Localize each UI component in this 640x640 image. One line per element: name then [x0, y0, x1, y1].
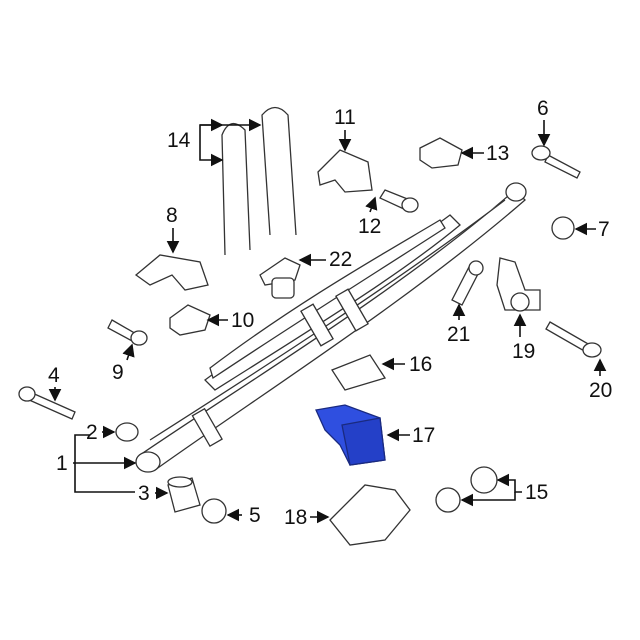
- nut-5[interactable]: [201, 498, 227, 524]
- bolt-6[interactable]: [531, 145, 581, 179]
- bolt-4[interactable]: [18, 386, 76, 420]
- nut-7[interactable]: [551, 216, 575, 240]
- callout-4: 4: [48, 364, 60, 387]
- callout-labels: 14 11 13 6 8 12 7 22 10 21 19 9 16 20 4 …: [48, 97, 612, 529]
- bolt-9[interactable]: [107, 319, 148, 346]
- leader-lines: [48, 118, 607, 524]
- callout-17: 17: [412, 424, 435, 447]
- callout-8: 8: [166, 204, 178, 227]
- bolt-20[interactable]: [545, 321, 602, 358]
- u-bolts[interactable]: [221, 106, 297, 256]
- callout-3: 3: [138, 482, 150, 505]
- callout-20: 20: [589, 379, 612, 402]
- clip-10[interactable]: [169, 304, 211, 336]
- callout-11: 11: [334, 106, 356, 129]
- callout-19: 19: [512, 340, 535, 363]
- bracket-18[interactable]: [329, 484, 411, 546]
- callout-22: 22: [329, 248, 352, 271]
- callout-21: 21: [447, 323, 470, 346]
- callout-6: 6: [537, 97, 549, 120]
- callout-12: 12: [358, 215, 381, 238]
- callout-13: 13: [486, 142, 509, 165]
- bracket-8[interactable]: [134, 254, 209, 291]
- nut-15a[interactable]: [470, 466, 498, 494]
- spacer-17-highlighted[interactable]: [315, 404, 386, 466]
- bracket-11[interactable]: [317, 149, 373, 193]
- link-21[interactable]: [451, 260, 484, 306]
- callout-2: 2: [86, 421, 98, 444]
- bolt-12[interactable]: [379, 189, 419, 213]
- callout-10: 10: [231, 309, 254, 332]
- callout-18: 18: [284, 506, 307, 529]
- bushing-3[interactable]: [167, 476, 201, 513]
- callout-14: 14: [167, 129, 191, 152]
- callout-1: 1: [56, 452, 68, 475]
- clip-13[interactable]: [419, 137, 463, 169]
- bumper-22[interactable]: [259, 257, 301, 299]
- cap-2[interactable]: [115, 422, 139, 442]
- shim-16[interactable]: [331, 354, 387, 391]
- callout-5: 5: [249, 504, 261, 527]
- callout-15: 15: [525, 481, 548, 504]
- callout-7: 7: [598, 218, 610, 241]
- leaf-spring[interactable]: [135, 182, 527, 473]
- shackle-19[interactable]: [496, 257, 541, 312]
- nut-15b[interactable]: [435, 487, 461, 513]
- callout-9: 9: [112, 361, 124, 384]
- callout-16: 16: [409, 353, 432, 376]
